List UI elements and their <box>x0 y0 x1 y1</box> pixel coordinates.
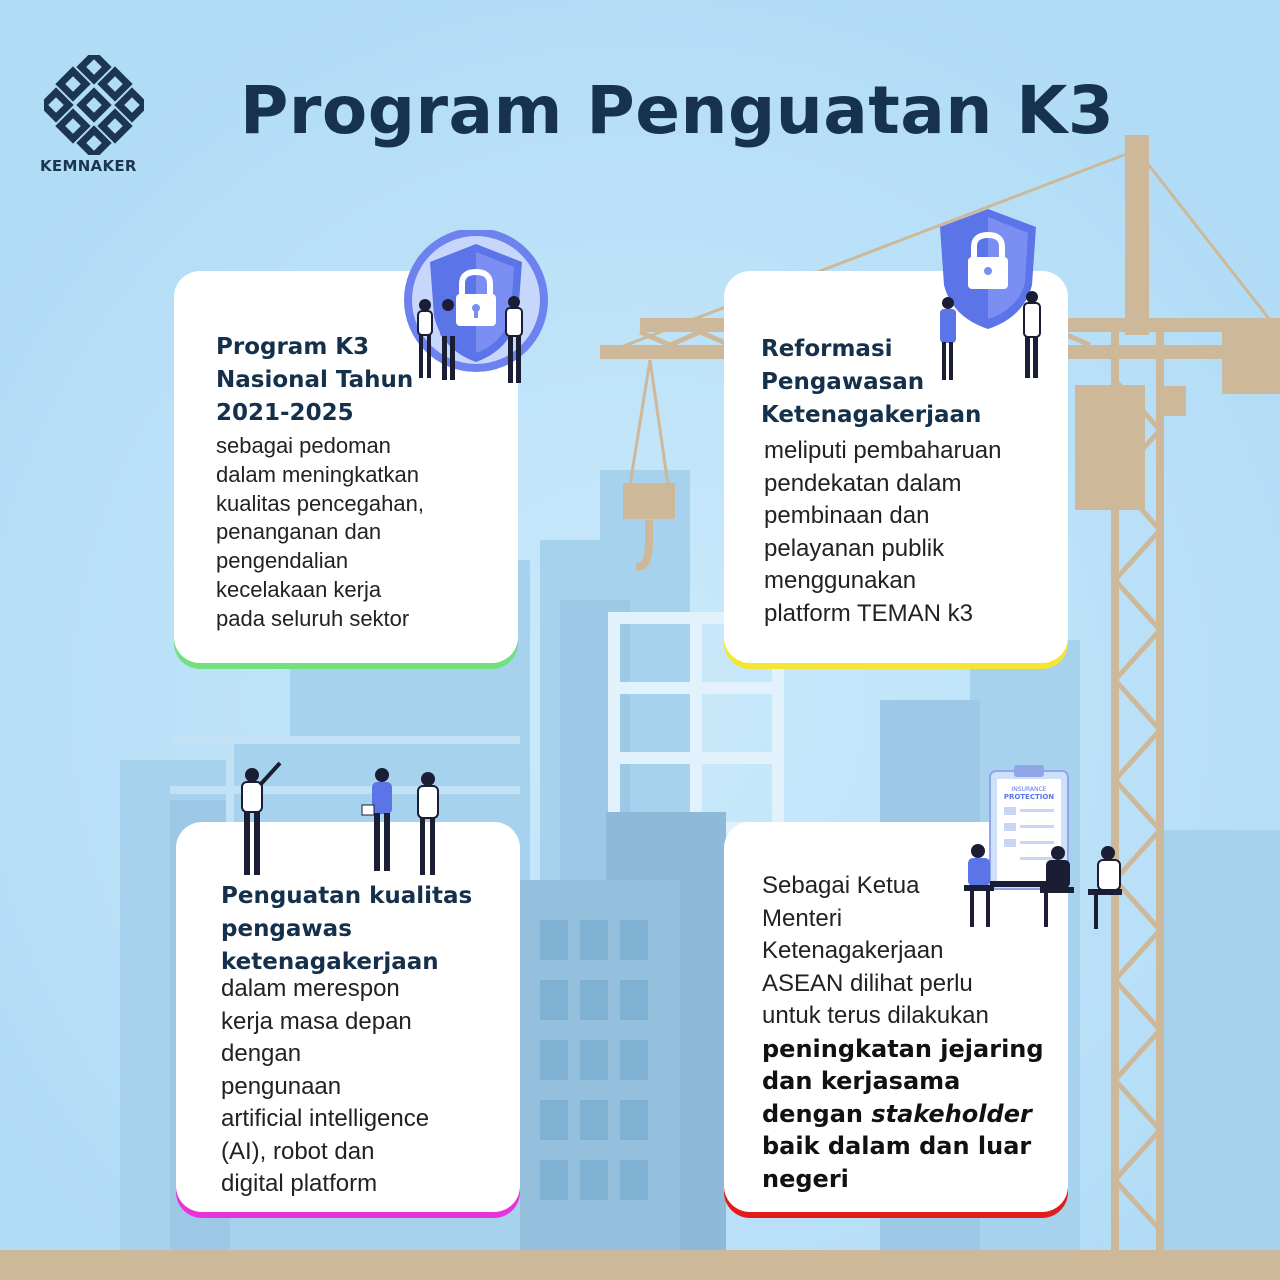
card-heading: Program K3 Nasional Tahun 2021-2025 <box>216 334 414 426</box>
card-body: sebagai pedoman dalam meningkatkan kuali… <box>216 433 424 631</box>
people-illustration <box>241 761 439 875</box>
card-ketua-asean: Sebagai Ketua Menteri Ketenagakerjaan AS… <box>724 822 1068 1212</box>
card-bold-body: peningkatan jejaring dan kerjasama denga… <box>762 1034 1044 1193</box>
card-heading: Penguatan kualitas pengawas ketenagakerj… <box>221 883 473 975</box>
shield-lock-icon <box>404 230 548 383</box>
page-title: Program Penguatan K3 <box>240 72 1115 149</box>
clipboard-line1: INSURANCE <box>1012 786 1047 793</box>
card-body: meliputi pembaharuan pendekatan dalam pe… <box>764 437 1002 627</box>
shield-lock-icon <box>940 209 1041 380</box>
kemnaker-logo-mark <box>44 55 144 155</box>
kemnaker-logo: KEMNAKER <box>40 55 150 180</box>
clipboard-line2: PROTECTION <box>1004 793 1054 801</box>
logo-text: KEMNAKER <box>40 157 137 175</box>
card-penguatan-kualitas: Penguatan kualitas pengawas ketenagakerj… <box>176 822 520 1212</box>
card-body: Sebagai Ketua Menteri Ketenagakerjaan AS… <box>762 872 989 1029</box>
card-heading: Reformasi Pengawasan Ketenagakerjaan <box>761 336 982 428</box>
card-body: dalam merespon kerja masa depan dengan p… <box>221 975 430 1197</box>
clipboard-icon: INSURANCE PROTECTION <box>964 765 1122 929</box>
card-reformasi-pengawasan: Reformasi Pengawasan Ketenagakerjaan mel… <box>724 271 1068 663</box>
